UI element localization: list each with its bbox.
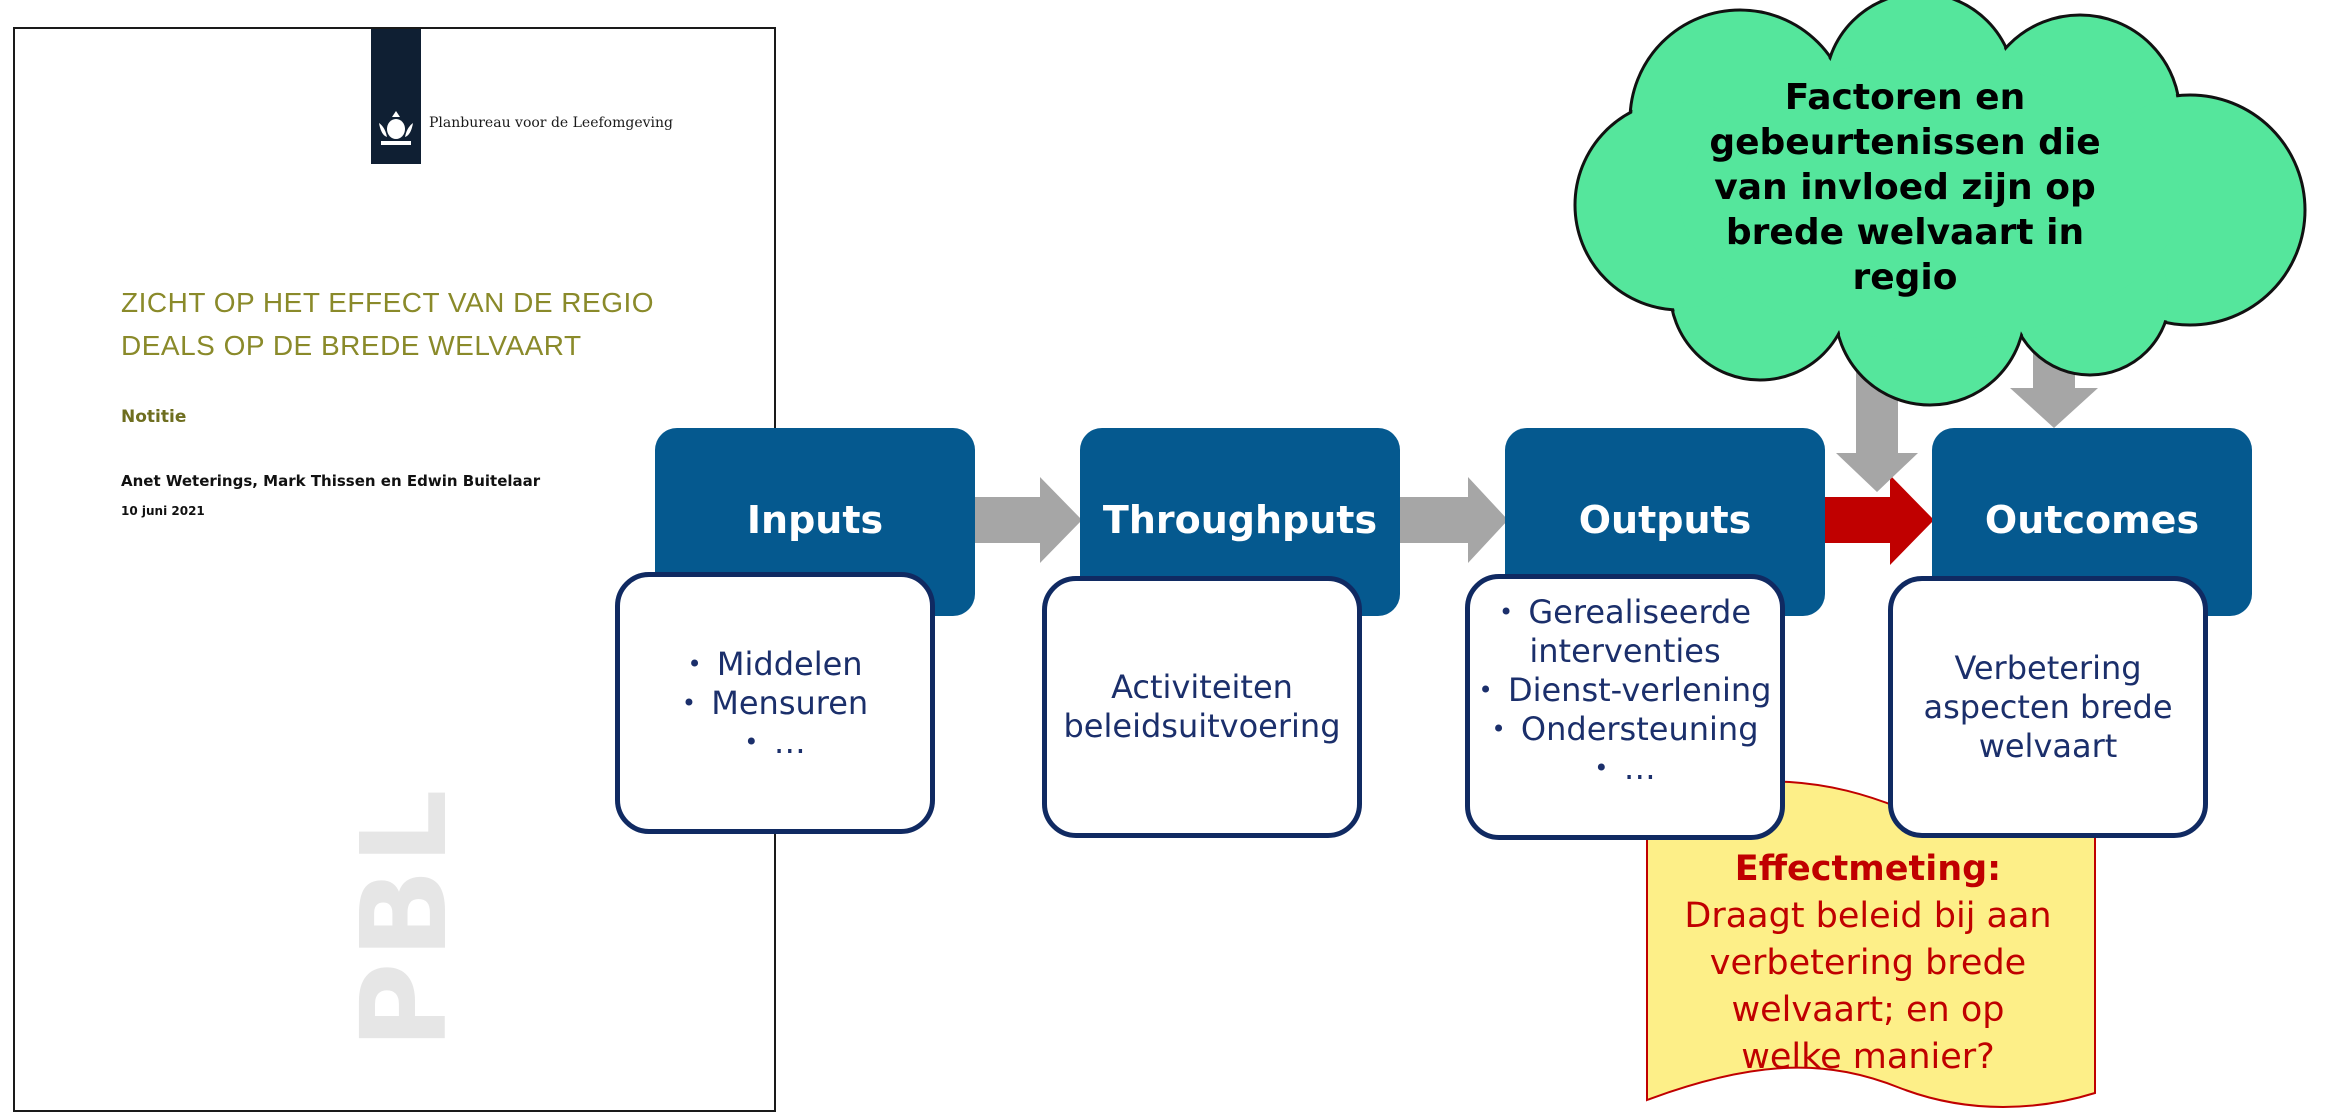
list-item: Gerealiseerde interventies [1470, 593, 1780, 671]
report-title-line: DEALS OP DE BREDE WELVAART [121, 330, 582, 361]
list-item: … [682, 723, 868, 762]
crest-icon [379, 111, 413, 145]
list-item: Dienst-verlening [1470, 671, 1780, 710]
report-title: ZICHT OP HET EFFECT VAN DE REGIO DEALS O… [121, 281, 761, 367]
banner-line: verbetering brede [1709, 943, 2027, 983]
organization-name: Planbureau voor de Leefomgeving [429, 115, 674, 131]
arrow-throughputs-outputs [1400, 477, 1508, 563]
list-item: Ondersteuning [1470, 710, 1780, 749]
cloud-line: van invloed zijn op [1714, 167, 2096, 208]
effectmeting-banner-shape [1646, 780, 2096, 1108]
banner-line: welke manier? [1741, 1037, 1995, 1077]
list-item: Middelen [682, 645, 868, 684]
arrow-outputs-outcomes [1824, 475, 1934, 565]
body-line: Activiteiten [1111, 668, 1293, 706]
publication-date: 10 juni 2021 [121, 504, 205, 518]
rijksoverheid-logo-bar [371, 29, 421, 164]
stage-body-outputs: Gerealiseerde interventies Dienst-verlen… [1465, 574, 1785, 840]
banner-line: welvaart; en op [1731, 990, 2005, 1030]
list-item: … [1470, 749, 1780, 788]
report-cover: Planbureau voor de Leefomgeving ZICHT OP… [13, 27, 776, 1112]
cloud-line: gebeurtenissen die [1709, 122, 2101, 163]
cloud-text: Factoren en gebeurtenissen die van invlo… [1660, 75, 2150, 300]
cloud-fill [1577, 0, 2303, 403]
effectmeting-banner-text: Effectmeting: Draagt beleid bij aan verb… [1648, 846, 2088, 1081]
arrow-cloud-to-outcomes [2010, 330, 2098, 428]
cloud-line: Factoren en [1784, 77, 2026, 118]
list-item: Mensuren [682, 684, 868, 723]
body-line: aspecten brede [1923, 687, 2173, 726]
body-line: beleidsuitvoering [1063, 707, 1341, 745]
cloud-line: regio [1852, 257, 1958, 298]
body-line: Verbetering [1954, 648, 2142, 687]
stage-body-throughputs: Activiteiten beleidsuitvoering [1042, 576, 1362, 838]
document-type: Notitie [121, 407, 187, 427]
stage-body-outcomes: Verbetering aspecten brede welvaart [1888, 576, 2208, 838]
banner-title: Effectmeting: [1734, 849, 2002, 889]
banner-line: Draagt beleid bij aan [1684, 896, 2052, 936]
stage-body-inputs: Middelen Mensuren … [615, 572, 935, 834]
report-title-line: ZICHT OP HET EFFECT VAN DE REGIO [121, 287, 655, 318]
arrow-inputs-throughputs [975, 477, 1082, 563]
authors: Anet Weterings, Mark Thissen en Edwin Bu… [121, 472, 541, 490]
cloud-line: brede welvaart in [1725, 212, 2085, 253]
body-line: welvaart [1978, 726, 2118, 765]
